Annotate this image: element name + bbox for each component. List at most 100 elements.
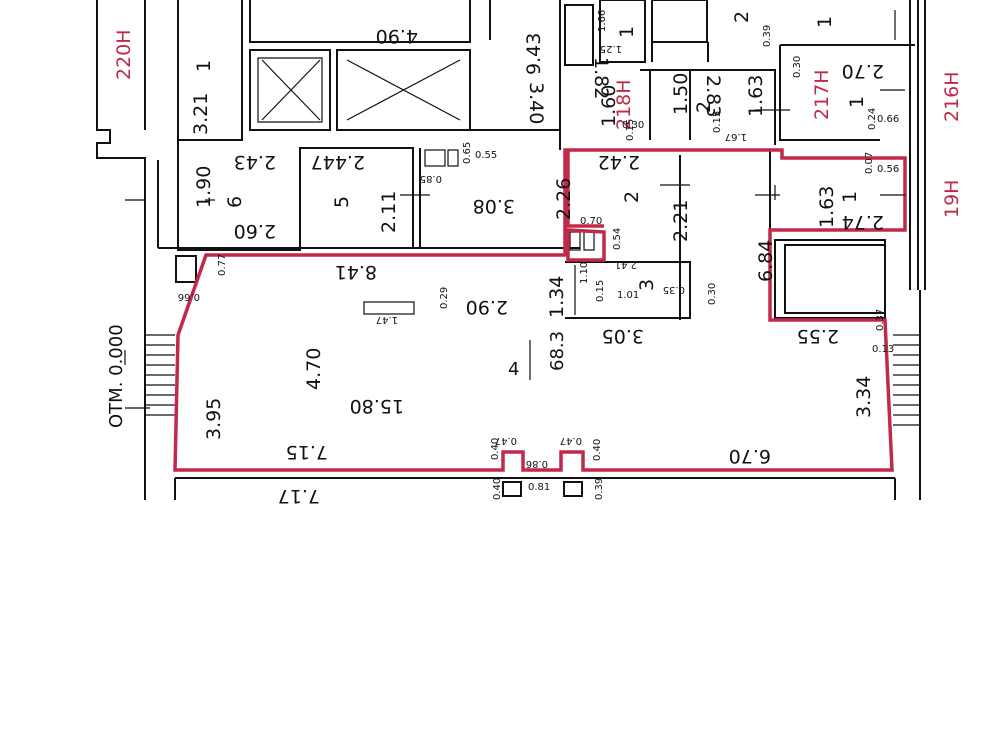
svg-text:0.77: 0.77 — [217, 254, 228, 276]
svg-text:8.41: 8.41 — [335, 261, 377, 283]
svg-text:0.66: 0.66 — [178, 291, 200, 302]
svg-text:6.84: 6.84 — [755, 240, 777, 282]
svg-text:0.13: 0.13 — [872, 344, 894, 355]
svg-text:1.25: 1.25 — [600, 43, 622, 54]
svg-text:2.447: 2.447 — [311, 151, 365, 173]
svg-text:2.55: 2.55 — [797, 325, 839, 347]
svg-text:0.15: 0.15 — [712, 111, 723, 133]
apartment-label: 4 68.3 — [508, 331, 568, 380]
svg-text:2.70: 2.70 — [842, 60, 884, 82]
svg-text:0.30: 0.30 — [622, 120, 644, 131]
svg-text:3.05: 3.05 — [602, 325, 644, 347]
svg-text:0.66: 0.66 — [877, 114, 899, 125]
svg-text:1.34: 1.34 — [546, 276, 568, 318]
svg-text:1.47: 1.47 — [376, 314, 398, 325]
svg-text:2.60: 2.60 — [234, 220, 276, 242]
svg-text:1.50: 1.50 — [670, 73, 692, 115]
svg-text:2: 2 — [731, 11, 753, 23]
svg-text:0.07: 0.07 — [864, 152, 875, 174]
svg-text:5: 5 — [331, 196, 353, 208]
svg-text:1.66: 1.66 — [597, 10, 608, 32]
svg-text:0.24: 0.24 — [867, 108, 878, 130]
svg-text:1: 1 — [839, 191, 861, 203]
svg-text:0.15: 0.15 — [625, 119, 636, 141]
svg-text:0.81: 0.81 — [528, 482, 550, 493]
svg-text:2: 2 — [693, 101, 715, 113]
axis-labels: 220Н 218Н 217Н 216Н 19Н — [113, 29, 963, 218]
axis-label-217: 217Н — [811, 69, 833, 120]
axis-label-220: 220Н — [113, 29, 135, 80]
axis-label-218: 218Н — [613, 79, 635, 130]
svg-text:1.63: 1.63 — [745, 75, 767, 117]
svg-text:7.17: 7.17 — [278, 485, 320, 507]
svg-text:0.86: 0.86 — [526, 458, 548, 469]
svg-text:2.90: 2.90 — [466, 296, 508, 318]
svg-text:0.30: 0.30 — [707, 283, 718, 305]
svg-text:0.40: 0.40 — [592, 439, 603, 461]
dimension-ticks — [124, 89, 905, 409]
svg-text:3.08: 3.08 — [473, 195, 515, 217]
svg-text:1: 1 — [846, 96, 868, 108]
svg-text:3: 3 — [636, 279, 658, 291]
axis-label-216: 216Н — [941, 71, 963, 122]
svg-text:0.47: 0.47 — [560, 435, 582, 446]
svg-text:1.63: 1.63 — [816, 186, 838, 228]
svg-text:2.26: 2.26 — [553, 178, 575, 220]
svg-text:0.70: 0.70 — [580, 216, 602, 227]
svg-text:0.35: 0.35 — [663, 284, 685, 295]
svg-text:1.60: 1.60 — [598, 85, 620, 127]
svg-text:2.21: 2.21 — [670, 200, 692, 242]
svg-text:0.55: 0.55 — [475, 150, 497, 161]
svg-text:2.42: 2.42 — [598, 151, 640, 173]
svg-text:1: 1 — [814, 16, 836, 28]
svg-text:0.47: 0.47 — [495, 435, 517, 446]
svg-text:1.67: 1.67 — [725, 131, 747, 142]
svg-text:0.85: 0.85 — [420, 173, 442, 184]
svg-text:2.43: 2.43 — [234, 151, 276, 173]
svg-text:15.80: 15.80 — [350, 395, 404, 417]
svg-text:1.01: 1.01 — [617, 290, 639, 301]
svg-text:0.39: 0.39 — [594, 478, 605, 500]
svg-text:9.43: 9.43 — [523, 33, 545, 75]
svg-text:0.65: 0.65 — [462, 142, 473, 164]
svg-text:1: 1 — [193, 60, 215, 72]
building-walls — [96, 0, 926, 500]
svg-text:0.15: 0.15 — [595, 280, 606, 302]
svg-text:4.90: 4.90 — [376, 25, 418, 47]
svg-text:2.83: 2.83 — [702, 75, 724, 117]
room-numbers: 1 1 1 1 1 2 2 2 3 5 6 — [193, 11, 868, 291]
svg-text:6: 6 — [224, 196, 246, 208]
svg-text:0.29: 0.29 — [439, 287, 450, 309]
svg-text:68.3: 68.3 — [547, 331, 568, 371]
svg-text:4: 4 — [508, 359, 519, 380]
dimension-labels-large: 4.90 9.43 3.40 3.21 1.90 2.43 2.60 2.447… — [190, 25, 884, 507]
svg-text:0.56: 0.56 — [877, 164, 899, 175]
svg-text:1.90: 1.90 — [193, 166, 215, 208]
svg-text:3.95: 3.95 — [203, 398, 225, 440]
apartment-outline — [173, 148, 907, 472]
svg-text:0.37: 0.37 — [875, 309, 886, 331]
svg-text:3.40: 3.40 — [525, 82, 547, 124]
svg-text:1: 1 — [616, 26, 638, 38]
svg-text:0.40: 0.40 — [492, 478, 503, 500]
svg-text:3.34: 3.34 — [853, 376, 875, 418]
svg-text:1.82: 1.82 — [590, 57, 612, 99]
axis-label-19: 19Н — [941, 180, 963, 218]
svg-text:4.70: 4.70 — [303, 348, 325, 390]
svg-text:7.15: 7.15 — [286, 441, 328, 463]
svg-text:0.54: 0.54 — [612, 228, 623, 250]
elevation-label: ОТМ. 0.000 — [106, 324, 127, 428]
svg-text:3.21: 3.21 — [190, 93, 212, 135]
svg-text:0.40: 0.40 — [490, 438, 501, 460]
svg-text:1.10: 1.10 — [579, 262, 590, 284]
svg-text:2.41: 2.41 — [615, 259, 637, 270]
svg-text:2: 2 — [621, 191, 643, 203]
dimension-labels-small: 1.66 1.25 0.39 0.30 0.65 0.55 0.85 0.15 … — [178, 10, 900, 500]
svg-text:2.74: 2.74 — [842, 211, 884, 233]
svg-text:6.70: 6.70 — [729, 445, 771, 467]
labels: ОТМ. 0.000 4 68.3 220Н 218Н 217Н 216Н 19… — [106, 10, 963, 507]
svg-text:0.39: 0.39 — [762, 25, 773, 47]
svg-text:0.30: 0.30 — [792, 56, 803, 78]
svg-text:2.11: 2.11 — [378, 191, 400, 233]
